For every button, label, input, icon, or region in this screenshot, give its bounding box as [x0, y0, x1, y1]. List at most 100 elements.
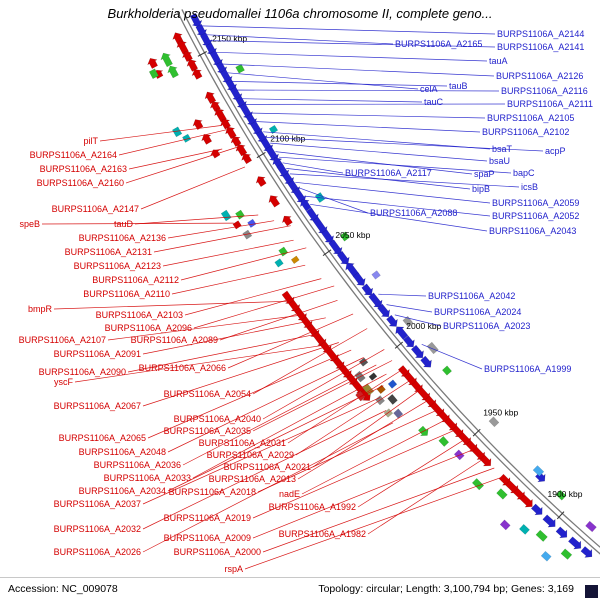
feature-block[interactable]: [387, 379, 398, 389]
gene-label[interactable]: speB: [19, 219, 40, 229]
gene-label[interactable]: BURPS1106A_A2103: [96, 310, 183, 320]
gene-arrow[interactable]: [265, 145, 279, 162]
gene-label[interactable]: BURPS1106A_A2065: [59, 433, 146, 443]
feature-block[interactable]: [426, 341, 439, 355]
gene-label[interactable]: BURPS1106A_A2096: [105, 323, 192, 333]
gene-arrow[interactable]: [395, 326, 409, 340]
feature-block[interactable]: [247, 218, 257, 228]
gene-arrow[interactable]: [377, 303, 391, 318]
gene-arrow[interactable]: [530, 503, 543, 516]
gene-label[interactable]: bipB: [472, 184, 490, 194]
gene-label[interactable]: BURPS1106A_A2029: [207, 450, 294, 460]
feature-block[interactable]: [540, 550, 552, 562]
gene-arrow[interactable]: [403, 335, 415, 348]
gene-label[interactable]: BURPS1106A_A2117: [345, 168, 432, 178]
gene-label[interactable]: BURPS1106A_A2163: [40, 164, 127, 174]
gene-arrow[interactable]: [176, 40, 189, 55]
gene-label[interactable]: BURPS1106A_A2024: [434, 307, 521, 317]
gene-label[interactable]: BURPS1106A_A2160: [37, 178, 124, 188]
gene-label[interactable]: BURPS1106A_A2110: [83, 289, 170, 299]
gene-label[interactable]: celA: [420, 84, 438, 94]
gene-label[interactable]: BURPS1106A_A1992: [269, 502, 356, 512]
feature-block[interactable]: [235, 209, 245, 220]
gene-label[interactable]: BURPS1106A_A2107: [19, 335, 106, 345]
feature-block[interactable]: [499, 519, 511, 531]
feature-block[interactable]: [438, 436, 450, 447]
gene-arrow[interactable]: [345, 262, 360, 278]
gene-arrow[interactable]: [181, 51, 193, 62]
gene-label[interactable]: BURPS1106A_A2023: [443, 321, 530, 331]
gene-label[interactable]: acpP: [545, 146, 566, 156]
gene-label[interactable]: BURPS1106A_A2105: [487, 113, 574, 123]
gene-arrow[interactable]: [580, 546, 593, 558]
gene-arrow[interactable]: [410, 344, 424, 359]
feature-block[interactable]: [278, 246, 289, 257]
gene-arrow[interactable]: [281, 215, 293, 227]
gene-arrow[interactable]: [235, 143, 248, 157]
gene-label[interactable]: tauC: [424, 97, 444, 107]
gene-arrow[interactable]: [189, 12, 203, 28]
feature-block[interactable]: [274, 258, 284, 268]
gene-arrow[interactable]: [204, 91, 217, 105]
gene-arrow[interactable]: [386, 314, 398, 327]
gene-label[interactable]: BURPS1106A_A2009: [164, 533, 251, 543]
feature-block[interactable]: [442, 365, 452, 376]
feature-block[interactable]: [488, 416, 500, 428]
gene-label[interactable]: BURPS1106A_A2037: [54, 499, 141, 509]
gene-label[interactable]: bsaU: [489, 156, 510, 166]
gene-arrow[interactable]: [230, 136, 242, 147]
gene-label[interactable]: BURPS1106A_A2136: [79, 233, 166, 243]
feature-block[interactable]: [496, 488, 508, 500]
gene-label[interactable]: BURPS1106A_A2033: [104, 473, 191, 483]
gene-label[interactable]: BURPS1106A_A2048: [79, 447, 166, 457]
gene-label[interactable]: BURPS1106A_A1999: [484, 364, 571, 374]
gene-label[interactable]: BURPS1106A_A2112: [92, 275, 179, 285]
gene-arrow[interactable]: [420, 355, 432, 368]
feature-block[interactable]: [471, 478, 485, 491]
feature-block[interactable]: [393, 408, 404, 419]
gene-label[interactable]: BURPS1106A_A2019: [164, 513, 251, 523]
gene-label[interactable]: BURPS1106A_A2088: [370, 208, 457, 218]
gene-label[interactable]: icsB: [521, 182, 538, 192]
gene-label[interactable]: BURPS1106A_A2034: [79, 486, 166, 496]
gene-arrow[interactable]: [147, 58, 158, 69]
gene-label[interactable]: BURPS1106A_A2111: [507, 99, 593, 109]
gene-arrow[interactable]: [201, 133, 213, 145]
feature-block[interactable]: [182, 133, 192, 143]
gene-label[interactable]: BURPS1106A_A2032: [54, 524, 141, 534]
feature-block[interactable]: [535, 529, 548, 542]
gene-label[interactable]: rspA: [224, 564, 243, 574]
gene-label[interactable]: BURPS1106A_A2165: [395, 39, 482, 49]
gene-label[interactable]: BURPS1106A_A2147: [52, 204, 139, 214]
gene-label[interactable]: BURPS1106A_A2059: [492, 198, 579, 208]
feature-block[interactable]: [402, 316, 414, 327]
feature-block[interactable]: [387, 394, 398, 405]
feature-block[interactable]: [532, 465, 545, 477]
gene-arrow[interactable]: [321, 229, 335, 244]
feature-block[interactable]: [585, 520, 597, 533]
gene-label[interactable]: yscF: [54, 377, 74, 387]
gene-arrow[interactable]: [241, 153, 253, 165]
gene-label[interactable]: BURPS1106A_A1982: [279, 529, 366, 539]
feature-block[interactable]: [519, 524, 530, 535]
gene-arrow[interactable]: [160, 52, 173, 68]
gene-arrow[interactable]: [568, 536, 582, 550]
gene-label[interactable]: BURPS1106A_A2089: [131, 335, 218, 345]
gene-label[interactable]: BURPS1106A_A2042: [428, 291, 515, 301]
gene-arrow[interactable]: [555, 526, 568, 539]
gene-label[interactable]: BURPS1106A_A2131: [65, 247, 152, 257]
gene-arrow[interactable]: [519, 494, 533, 508]
gene-label[interactable]: tauD: [114, 219, 134, 229]
gene-label[interactable]: BURPS1106A_A2116: [501, 86, 588, 96]
gene-arrow[interactable]: [186, 59, 199, 72]
gene-arrow[interactable]: [214, 108, 227, 123]
gene-arrow[interactable]: [220, 118, 231, 130]
feature-block[interactable]: [148, 68, 159, 79]
feature-block[interactable]: [290, 255, 300, 264]
gene-label[interactable]: BURPS1106A_A2123: [74, 261, 161, 271]
gene-label[interactable]: BURPS1106A_A2031: [199, 438, 286, 448]
feature-block[interactable]: [368, 372, 378, 381]
feature-block[interactable]: [235, 63, 245, 74]
gene-label[interactable]: BURPS1106A_A2013: [209, 474, 296, 484]
